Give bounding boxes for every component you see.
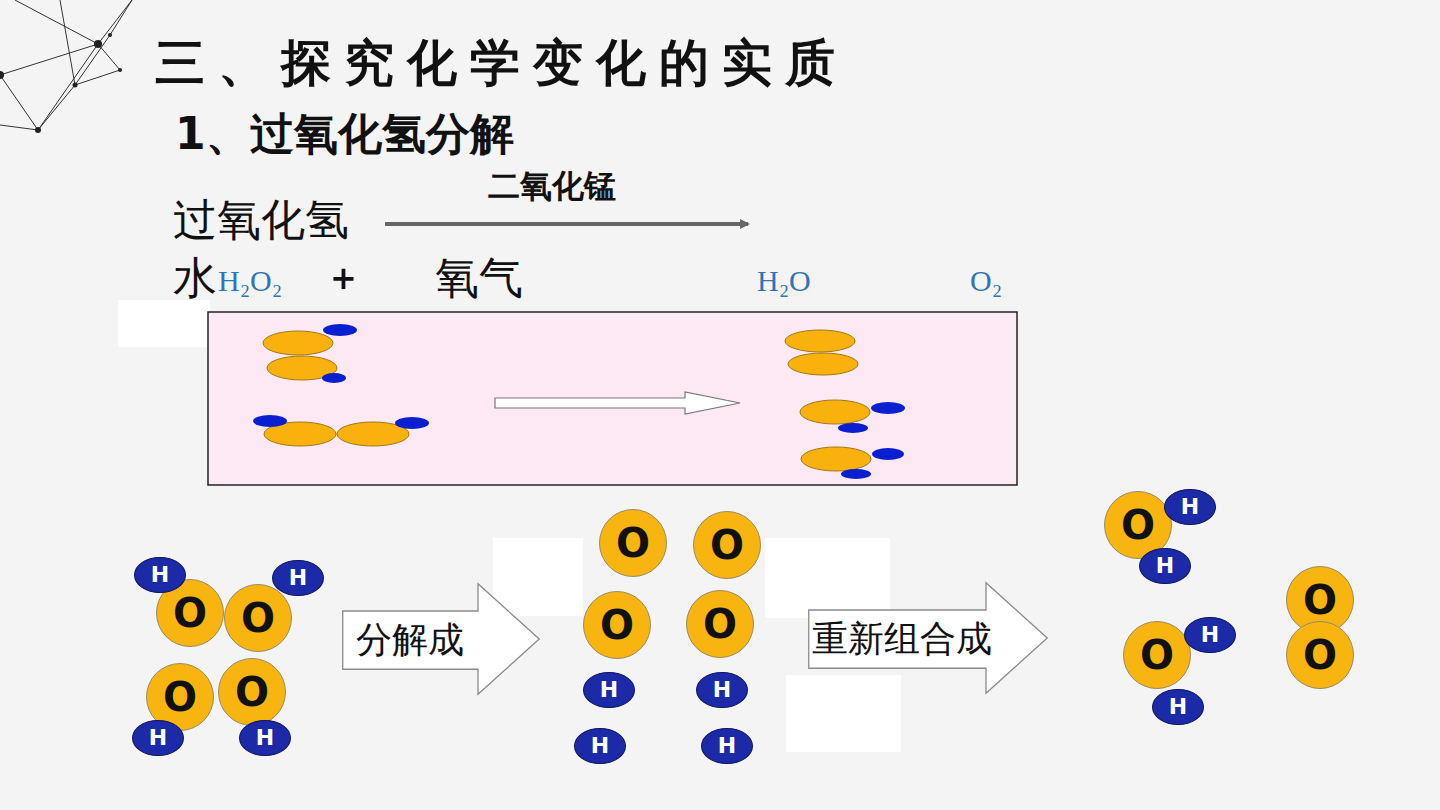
catalyst-label: 二氧化锰 [488, 170, 616, 202]
plus-sign: + [330, 262, 357, 294]
hydrogen-atom: H [696, 672, 748, 708]
arrow-label: 重新组合成 [812, 621, 992, 657]
arrow-label: 分解成 [356, 622, 464, 658]
block-arrow-shape [343, 584, 540, 695]
hydrogen-model [253, 324, 905, 479]
decor-network [0, 0, 132, 130]
oxygen-atom: O [599, 509, 667, 577]
atom-symbol: O [1303, 580, 1337, 620]
atom-symbol: H [600, 679, 618, 701]
hydrogen-atom: H [701, 728, 753, 764]
atom-symbol: H [151, 564, 169, 586]
atom-symbol: H [1156, 555, 1174, 577]
model-panel [208, 312, 1017, 485]
oxygen-atom: O [224, 584, 292, 652]
atom-symbol: H [591, 735, 609, 757]
oxygen-model [263, 330, 871, 471]
atom-symbol: H [1169, 696, 1187, 718]
atom-symbol: O [1303, 635, 1337, 675]
hydrogen-atom: H [1139, 548, 1191, 584]
atom-symbol: H [149, 727, 167, 749]
block-arrow: 重新组合成 [808, 582, 1048, 694]
atom-symbol: O [616, 523, 650, 563]
block-arrow-shape [809, 583, 1048, 694]
hydrogen-atom: H [239, 720, 291, 756]
atom-symbol: H [256, 727, 274, 749]
hydrogen-atom: H [134, 557, 186, 593]
hydrogen-atom: H [272, 560, 324, 596]
chemical-formula: H₂O₂ [218, 266, 282, 296]
chemical-formula: H₂O [757, 266, 811, 296]
section-heading: 1、过氧化氢分解 [175, 112, 514, 156]
product-name: 水 [173, 256, 217, 300]
slide-title: 三、探究化学变化的实质 [155, 38, 848, 88]
oxygen-atom: O [1286, 621, 1354, 689]
reaction-arrow [385, 222, 748, 226]
product-name: 氧气 [435, 256, 523, 300]
hydrogen-atom: H [1164, 489, 1216, 525]
atom-symbol: O [710, 525, 744, 565]
atom-symbol: O [241, 598, 275, 638]
hydrogen-atom: H [583, 672, 635, 708]
hydrogen-atom: H [1152, 689, 1204, 725]
hydrogen-atom: H [132, 720, 184, 756]
atom-symbol: H [718, 735, 736, 757]
hydrogen-atom: H [1184, 617, 1236, 653]
oxygen-atom: O [693, 511, 761, 579]
atom-symbol: H [713, 679, 731, 701]
atom-symbol: O [235, 672, 269, 712]
atom-symbol: O [1121, 505, 1155, 545]
block-arrow: 分解成 [342, 583, 540, 695]
atom-symbol: H [1201, 624, 1219, 646]
atom-symbol: H [289, 567, 307, 589]
decor-dots [0, 33, 122, 133]
atom-symbol: H [1181, 496, 1199, 518]
hollow-arrow [495, 392, 740, 414]
atom-symbol: O [163, 677, 197, 717]
oxygen-atom: O [583, 591, 651, 659]
atom-symbol: O [703, 604, 737, 644]
atom-symbol: O [173, 593, 207, 633]
oxygen-atom: O [1123, 621, 1191, 689]
atom-symbol: O [1140, 635, 1174, 675]
reactant-name: 过氧化氢 [173, 198, 349, 242]
atom-symbol: O [600, 605, 634, 645]
chemical-formula: O₂ [970, 266, 1002, 296]
hydrogen-atom: H [574, 728, 626, 764]
oxygen-atom: O [686, 590, 754, 658]
oxygen-atom: O [218, 658, 286, 726]
